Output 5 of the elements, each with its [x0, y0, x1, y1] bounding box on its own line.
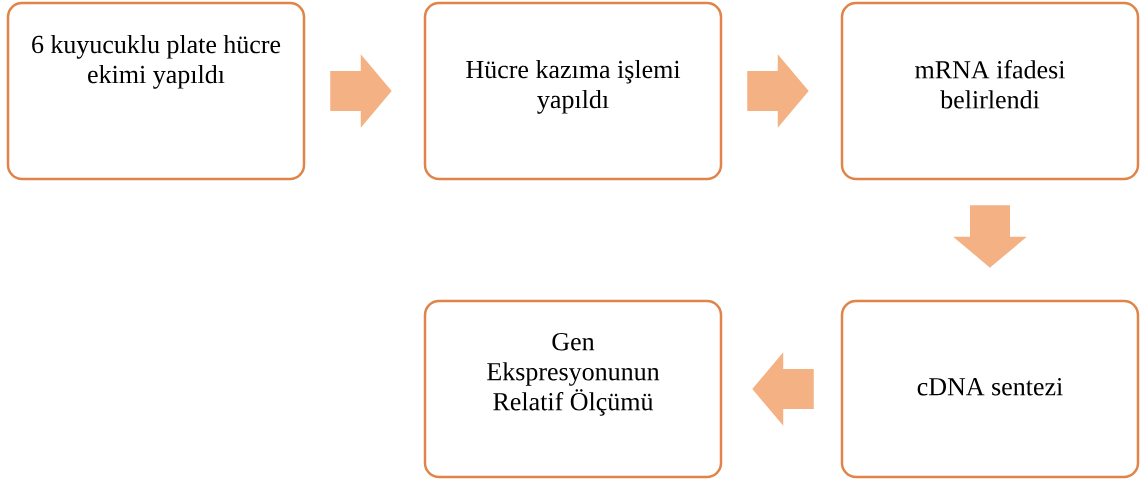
process-box: Hücre kazıma işlemi yapıldı	[423, 1, 723, 181]
process-box: Gen Ekspresyonunun Relatif Ölçümü	[423, 299, 723, 479]
process-box: mRNA ifadesi belirlendi	[840, 1, 1140, 181]
process-box: 6 kuyucuklu plate hücre ekimi yapıldı	[6, 1, 306, 181]
process-box: cDNA sentezi	[840, 299, 1140, 479]
